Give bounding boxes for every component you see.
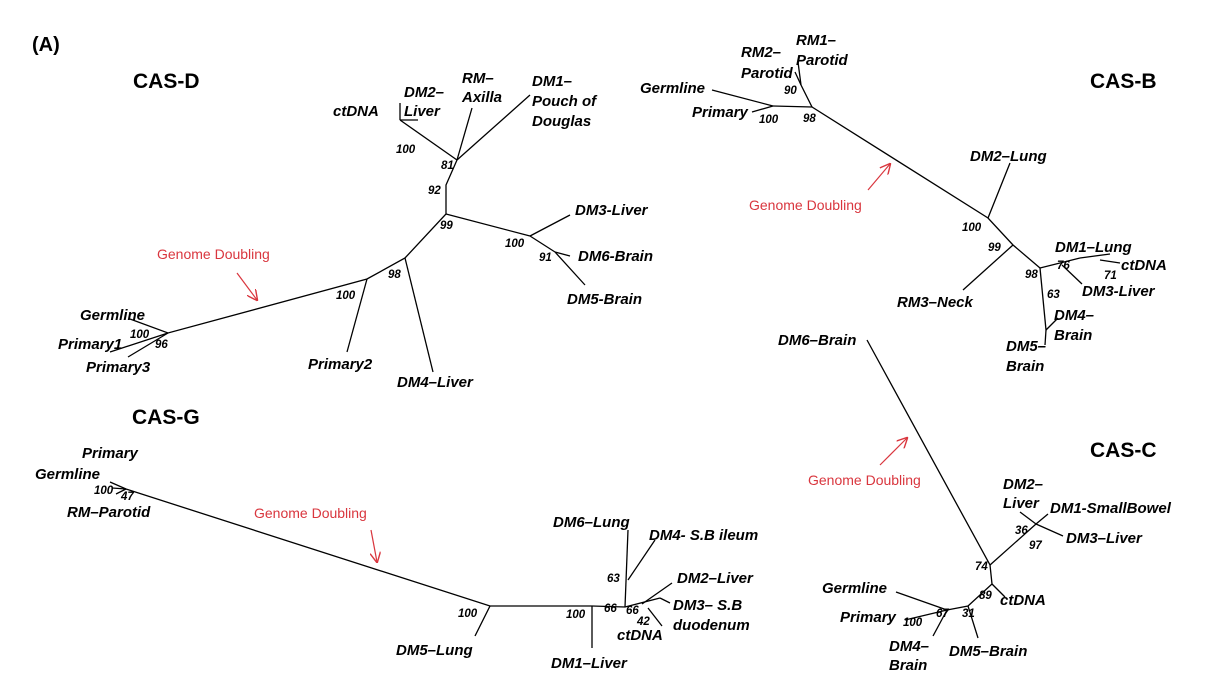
bootstrap-label: 99 xyxy=(440,220,453,232)
leaf-rm2-parotid: RM2–Parotid xyxy=(741,44,794,82)
bootstrap-label: 98 xyxy=(388,269,401,281)
leaf-ctdna: ctDNA xyxy=(333,103,379,120)
leaf-primary1: Primary1 xyxy=(58,336,122,353)
bootstrap-label: 100 xyxy=(505,238,525,250)
genome-doubling-label: Genome Doubling xyxy=(808,472,921,488)
leaf-dm3-liver: DM3-Liver xyxy=(1082,283,1156,300)
genome-doubling-label: Genome Doubling xyxy=(157,246,270,262)
leaf-primary: Primary xyxy=(840,609,897,626)
genome-doubling-arrow xyxy=(867,164,890,191)
bootstrap-label: 81 xyxy=(441,160,454,172)
bootstrap-label: 98 xyxy=(803,113,816,125)
leaf-dm4-liver: DM4–Liver xyxy=(397,374,474,391)
bootstrap-label: 100 xyxy=(458,608,478,620)
bootstrap-label: 89 xyxy=(979,590,992,602)
genome-doubling-arrow xyxy=(879,438,907,466)
leaf-primary: Primary xyxy=(692,104,749,121)
tree-cas-d: CAS-D ctDNA DM2–Liver RM–Axilla DM1–Pouc… xyxy=(58,70,653,391)
leaf-rm3-neck: RM3–Neck xyxy=(897,294,974,311)
branches-cas-g xyxy=(109,481,673,648)
genome-doubling-arrow xyxy=(236,272,257,300)
leaf-dm1-lung: DM1–Lung xyxy=(1055,239,1132,256)
genome-doubling-label: Genome Doubling xyxy=(749,197,862,213)
bootstrap-label: 96 xyxy=(155,339,168,351)
leaf-ctdna: ctDNA xyxy=(1000,592,1046,609)
leaf-rm-axilla: RM–Axilla xyxy=(461,70,502,106)
bootstrap-label: 100 xyxy=(759,114,779,126)
bootstrap-label: 100 xyxy=(962,222,982,234)
tree-cas-c: CAS-C DM6–Brain DM2–Liver DM1-SmallBowel… xyxy=(778,332,1172,674)
bootstrap-label: 74 xyxy=(975,561,988,573)
leaf-germline: Germline xyxy=(80,307,145,324)
leaf-rm1-parotid: RM1–Parotid xyxy=(796,32,849,69)
bootstrap-label: 66 xyxy=(604,603,617,615)
bootstrap-label: 100 xyxy=(566,609,586,621)
branches-cas-d xyxy=(109,94,586,373)
genome-doubling-label: Genome Doubling xyxy=(254,505,367,521)
bootstrap-label: 36 xyxy=(1015,525,1028,537)
tree-cas-b: CAS-B RM2–Parotid RM1–Parotid Germline P… xyxy=(640,32,1167,375)
leaf-germline: Germline xyxy=(822,580,887,597)
leaf-dm6-lung: DM6–Lung xyxy=(553,514,630,531)
bootstrap-label: 91 xyxy=(539,252,552,264)
bootstrap-label: 66 xyxy=(626,605,639,617)
bootstrap-label: 92 xyxy=(428,185,441,197)
bootstrap-label: 99 xyxy=(988,242,1001,254)
bootstrap-label: 100 xyxy=(94,485,114,497)
bootstrap-label: 98 xyxy=(1025,269,1038,281)
bootstrap-label: 90 xyxy=(784,85,797,97)
genome-doubling-arrow xyxy=(371,529,377,562)
leaf-dm2-liver: DM2–Liver xyxy=(1003,476,1043,512)
bootstrap-label: 76 xyxy=(1057,260,1070,272)
bootstrap-label: 42 xyxy=(636,616,650,628)
bootstrap-label: 47 xyxy=(120,491,134,503)
bootstrap-label: 63 xyxy=(607,573,620,585)
leaf-dm3-liver: DM3-Liver xyxy=(575,202,649,219)
leaf-dm4-sb-ileum: DM4- S.B ileum xyxy=(649,527,758,544)
branches-cas-b xyxy=(711,61,1121,346)
tree-title-cas-c: CAS-C xyxy=(1090,439,1157,462)
bootstrap-label: 67 xyxy=(936,608,949,620)
leaf-dm5-brain: DM5–Brain xyxy=(949,643,1027,660)
leaf-dm1-smallbowel: DM1-SmallBowel xyxy=(1050,500,1172,517)
leaf-dm4-brain: DM4–Brain xyxy=(1054,307,1094,344)
leaf-germline: Germline xyxy=(35,466,100,483)
bootstrap-label: 100 xyxy=(903,617,923,629)
branches-cas-c xyxy=(866,339,1064,639)
panel-label: (A) xyxy=(32,34,60,56)
leaf-dm2-lung: DM2–Lung xyxy=(970,148,1047,165)
leaf-dm2-liver: DM2–Liver xyxy=(404,84,444,120)
bootstrap-label: 97 xyxy=(1029,540,1042,552)
tree-title-cas-d: CAS-D xyxy=(133,70,200,93)
bootstrap-label: 71 xyxy=(1104,270,1117,282)
leaf-dm5-brain: DM5–Brain xyxy=(1006,338,1046,375)
leaf-dm3-liver: DM3–Liver xyxy=(1066,530,1143,547)
leaf-primary: Primary xyxy=(82,445,139,462)
leaf-dm5-lung: DM5–Lung xyxy=(396,642,473,659)
bootstrap-label: 100 xyxy=(130,329,150,341)
leaf-ctdna: ctDNA xyxy=(1121,257,1167,274)
bootstrap-label: 63 xyxy=(1047,289,1060,301)
leaf-primary2: Primary2 xyxy=(308,356,373,373)
tree-cas-g: CAS-G Primary Germline RM–Parotid DM6–Lu… xyxy=(35,406,758,672)
leaf-primary3: Primary3 xyxy=(86,359,151,376)
bootstrap-label: 100 xyxy=(336,290,356,302)
leaf-dm2-liver: DM2–Liver xyxy=(677,570,754,587)
leaf-rm-parotid: RM–Parotid xyxy=(67,504,151,521)
leaf-dm5-brain: DM5-Brain xyxy=(567,291,642,308)
tree-title-cas-b: CAS-B xyxy=(1090,70,1157,93)
leaf-ctdna: ctDNA xyxy=(617,627,663,644)
bootstrap-label: 31 xyxy=(962,608,975,620)
tree-title-cas-g: CAS-G xyxy=(132,406,200,429)
leaf-germline: Germline xyxy=(640,80,705,97)
leaf-dm4-brain: DM4–Brain xyxy=(889,638,929,674)
leaf-dm1-liver: DM1–Liver xyxy=(551,655,628,672)
bootstrap-label: 100 xyxy=(396,144,416,156)
leaf-dm6-brain: DM6–Brain xyxy=(778,332,856,349)
leaf-dm6-brain: DM6-Brain xyxy=(578,248,653,265)
